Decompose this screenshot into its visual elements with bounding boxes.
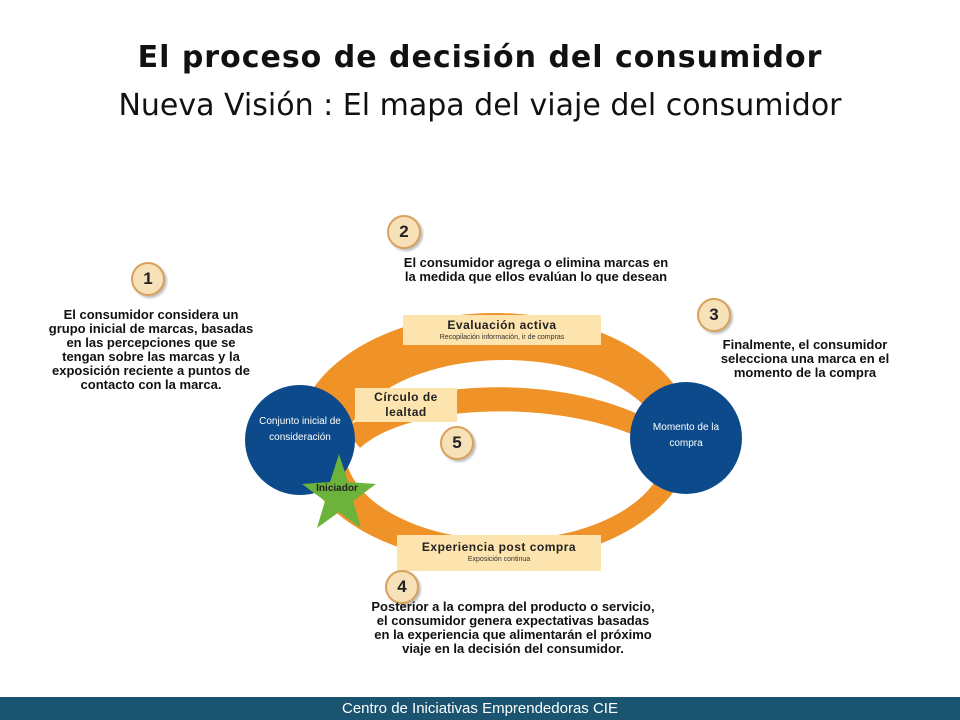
post-purchase-box: Experiencia post compra Exposición conti… (397, 535, 601, 571)
active-evaluation-subtitle: Recopilación información, ir de compras (439, 334, 565, 341)
step-badge-5: 5 (440, 426, 474, 460)
trigger-label: Iniciador (316, 483, 358, 494)
purchase-moment-label: Momento de la compra (652, 422, 720, 449)
step-4-text: Posterior a la compra del producto o ser… (371, 599, 655, 656)
step-badge-3: 3 (697, 298, 731, 332)
page-subtitle: Nueva Visión : El mapa del viaje del con… (118, 88, 842, 123)
step-2-text: El consumidor agrega o elimina marcas en… (403, 255, 669, 284)
step-badge-1: 1 (131, 262, 165, 296)
step-3-text: Finalmente, el consumidor selecciona una… (720, 337, 890, 380)
footer-bar: Centro de Iniciativas Emprendedoras CIE (0, 697, 960, 720)
post-purchase-title: Experiencia post compra (421, 540, 577, 554)
loop-inner-space (345, 360, 665, 540)
post-purchase-subtitle: Exposición continua (467, 556, 531, 563)
active-evaluation-box: Evaluación activa Recopilación informaci… (403, 315, 601, 345)
step-1-text: El consumidor considera un grupo inicial… (48, 307, 254, 392)
page-title: El proceso de decisión del consumidor (137, 40, 823, 75)
initial-consideration-label: Conjunto inicial de consideración (259, 416, 341, 443)
loyalty-circle-title: Círculo de lealtad (374, 390, 438, 419)
initial-consideration-circle (245, 385, 355, 495)
trigger-star (302, 454, 376, 528)
step-badge-4: 4 (385, 570, 419, 604)
purchase-moment-circle (630, 382, 742, 494)
step-badge-2: 2 (387, 215, 421, 249)
active-evaluation-title: Evaluación activa (447, 318, 557, 332)
loyalty-circle-box: Círculo de lealtad (355, 388, 457, 422)
